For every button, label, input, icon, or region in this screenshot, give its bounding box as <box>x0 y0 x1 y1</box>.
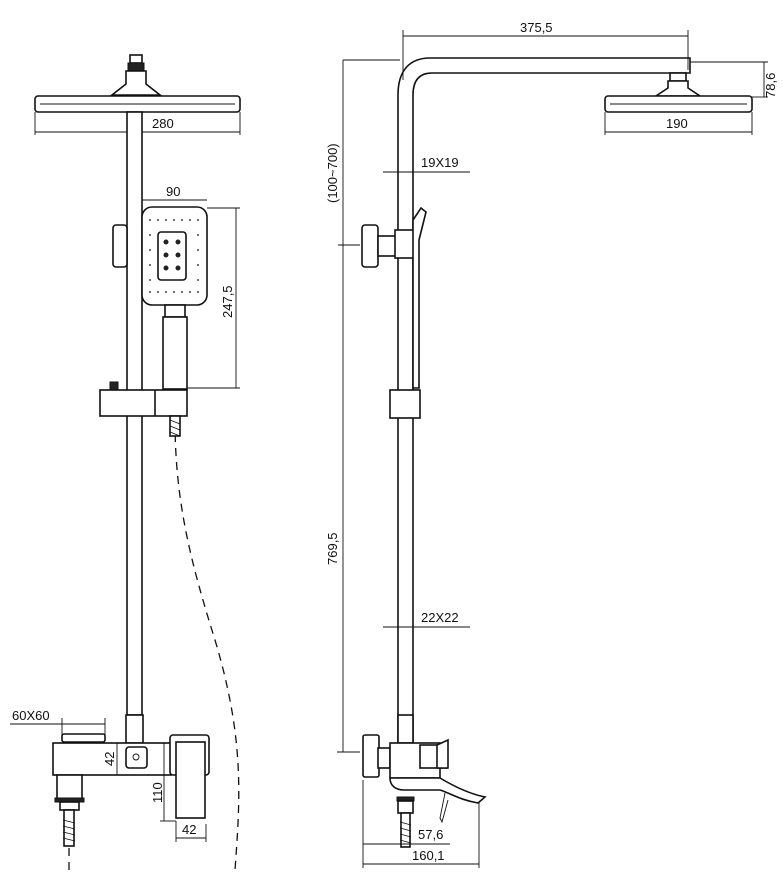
dim-head-width-side: 190 <box>604 112 753 135</box>
label-valve-square: 60X60 <box>12 708 50 723</box>
dim-spout-projection: 160,1 <box>363 803 480 868</box>
label-upper-tube: 19X19 <box>421 155 459 170</box>
dim-handshower-height: 247,5 <box>187 207 240 389</box>
side-rail-and-arm <box>397 57 691 743</box>
label-valve-body-height: 42 <box>102 752 117 766</box>
label-head-height: 78,6 <box>763 73 778 98</box>
label-inlet-offset: 57,6 <box>418 827 443 842</box>
dim-lower-tube: 22X22 <box>383 610 470 628</box>
label-handle-width: 42 <box>182 822 196 837</box>
front-view: 280 90 <box>10 54 241 871</box>
label-head-width-side: 190 <box>666 116 688 131</box>
dim-upper-tube: 19X19 <box>383 155 470 173</box>
label-handle-height: 110 <box>150 782 165 803</box>
front-hose-connector <box>169 415 181 437</box>
dim-head-height: 78,6 <box>690 61 778 98</box>
label-lower-tube: 22X22 <box>421 610 459 625</box>
dim-arm-length: 375,5 <box>402 20 689 80</box>
label-total-height: 769,5 <box>325 532 340 565</box>
label-arm-length: 375,5 <box>520 20 553 35</box>
dim-valve-square: 60X60 <box>10 708 106 740</box>
front-valve <box>52 714 210 870</box>
label-adjust-range: (100~700) <box>325 143 340 203</box>
label-handshower-height: 247,5 <box>220 285 235 318</box>
dim-handle-width: 42 <box>175 821 207 842</box>
label-handshower-width: 90 <box>166 184 180 199</box>
dim-total-height: (100~700) 769,5 <box>325 59 400 753</box>
label-head-width: 280 <box>152 116 174 131</box>
dim-inlet-offset: 57,6 <box>362 780 450 868</box>
dim-handshower-width: 90 <box>142 184 207 201</box>
front-shower-head <box>34 54 241 113</box>
dim-valve-body-height: 42 <box>102 743 118 775</box>
front-hose <box>174 419 240 871</box>
side-view: 375,5 78,6 190 (100~700) 769,5 19X19 <box>325 20 778 868</box>
front-handshower <box>99 206 208 417</box>
side-handshower <box>361 206 427 419</box>
label-spout-projection: 160,1 <box>412 848 445 863</box>
dim-handle-height: 110 <box>150 743 176 822</box>
side-shower-head <box>604 72 753 113</box>
side-valve <box>362 714 487 848</box>
